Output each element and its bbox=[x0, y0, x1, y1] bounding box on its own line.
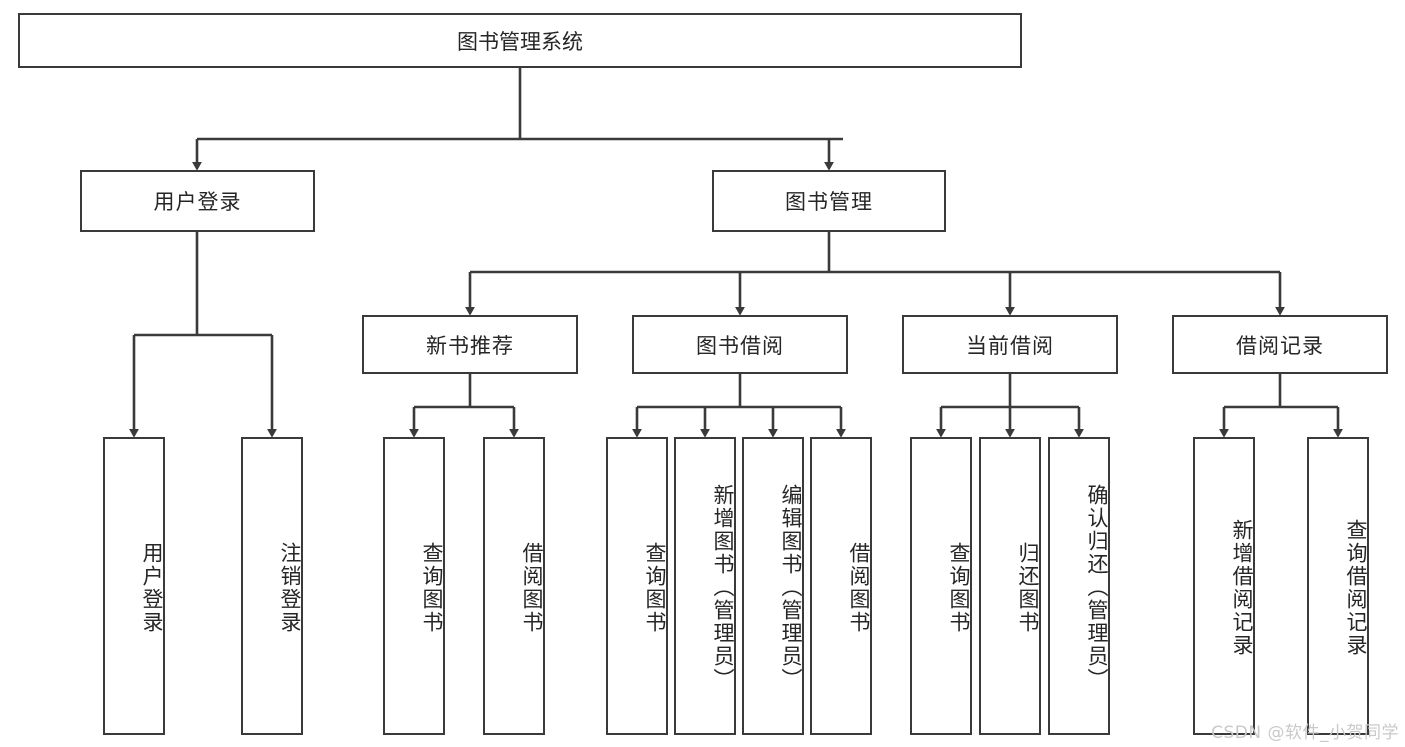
node-user-login[interactable]: 用户登录 bbox=[80, 170, 315, 232]
leaf-query-borrow-record[interactable]: 查询借阅记录 bbox=[1307, 437, 1369, 735]
node-root-book-management-system[interactable]: 图书管理系统 bbox=[18, 13, 1022, 68]
node-new-book-recommend[interactable]: 新书推荐 bbox=[362, 315, 578, 374]
node-label: 当前借阅 bbox=[966, 333, 1054, 358]
leaf-add-borrow-record[interactable]: 新增借阅记录 bbox=[1193, 437, 1255, 735]
node-label: 查询图书 bbox=[643, 542, 667, 634]
leaf-query-book-recommend[interactable]: 查询图书 bbox=[383, 437, 445, 735]
node-label: 查询图书 bbox=[420, 542, 444, 634]
leaf-query-book-current[interactable]: 查询图书 bbox=[910, 437, 972, 735]
node-label: 借阅图书 bbox=[520, 542, 544, 634]
leaf-borrow-book-recommend[interactable]: 借阅图书 bbox=[483, 437, 545, 735]
node-label: 注销登录 bbox=[278, 542, 302, 634]
node-label: 用户登录 bbox=[140, 542, 164, 634]
leaf-confirm-return-admin[interactable]: 确认归还（管理员） bbox=[1048, 437, 1110, 735]
node-label: 借阅图书 bbox=[847, 542, 871, 634]
node-label: 查询借阅记录 bbox=[1344, 519, 1368, 657]
node-borrow-record[interactable]: 借阅记录 bbox=[1172, 315, 1388, 374]
node-label: 新增借阅记录 bbox=[1230, 519, 1254, 657]
node-label: 借阅记录 bbox=[1236, 333, 1324, 358]
node-label: 图书管理系统 bbox=[457, 29, 583, 54]
leaf-borrow-book[interactable]: 借阅图书 bbox=[810, 437, 872, 735]
leaf-add-book-admin[interactable]: 新增图书（管理员） bbox=[674, 437, 736, 735]
node-label: 确认归还（管理员） bbox=[1085, 483, 1109, 691]
leaf-user-login[interactable]: 用户登录 bbox=[103, 437, 165, 735]
node-book-borrow[interactable]: 图书借阅 bbox=[632, 315, 848, 374]
node-label: 图书借阅 bbox=[696, 333, 784, 358]
node-label: 查询图书 bbox=[947, 542, 971, 634]
node-book-management[interactable]: 图书管理 bbox=[712, 170, 946, 232]
leaf-return-book[interactable]: 归还图书 bbox=[979, 437, 1041, 735]
node-label: 编辑图书（管理员） bbox=[779, 483, 803, 691]
node-label: 新增图书（管理员） bbox=[711, 483, 735, 691]
node-label: 新书推荐 bbox=[426, 333, 514, 358]
node-current-borrow[interactable]: 当前借阅 bbox=[902, 315, 1118, 374]
leaf-query-book-borrow[interactable]: 查询图书 bbox=[606, 437, 668, 735]
leaf-logout[interactable]: 注销登录 bbox=[241, 437, 303, 735]
node-label: 用户登录 bbox=[153, 190, 242, 214]
node-label: 图书管理 bbox=[785, 190, 873, 214]
node-label: 归还图书 bbox=[1016, 542, 1040, 634]
leaf-edit-book-admin[interactable]: 编辑图书（管理员） bbox=[742, 437, 804, 735]
